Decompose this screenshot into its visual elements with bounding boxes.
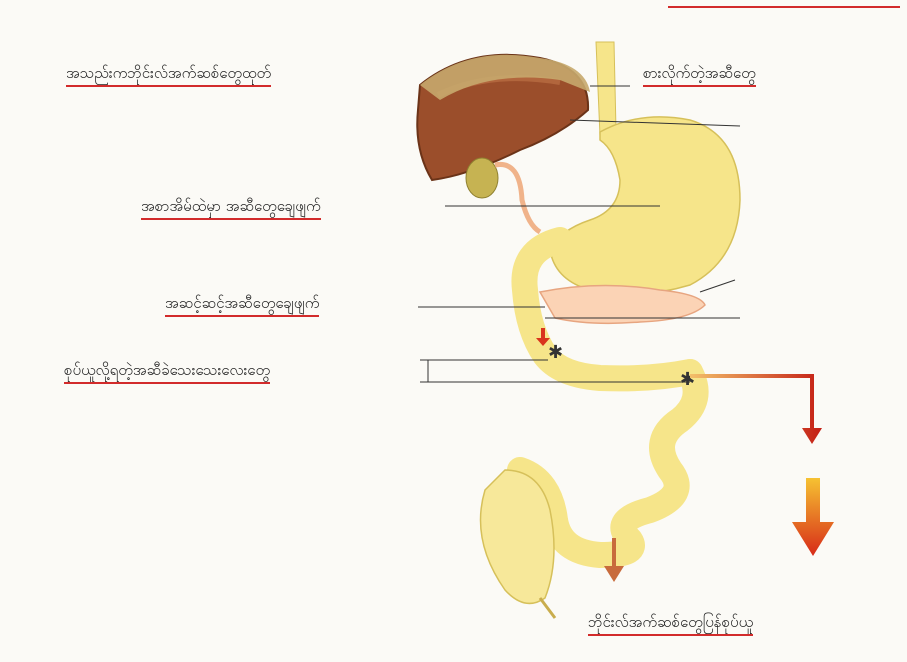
label-liver-bile: အသည်းကဘိုင်းလ်အက်ဆစ်တွေထုတ် [66,63,271,87]
red-arrow-upper [690,374,822,444]
label-pancreas-fat: အဆင့်ဆင့်အဆီတွေချေဖျက် [165,293,319,317]
label-eaten-food: စားလိုက်တဲ့အဆီတွေ [643,63,756,87]
absorption-star-1: ✱ [548,342,563,363]
label-bile-reabsorb: ဘိုင်းလ်အက်ဆစ်တွေပြန်စုပ်ယူ [588,612,753,636]
appendix [540,598,555,618]
red-arrow-lower [792,478,834,556]
bile-duct [495,164,540,232]
label-absorb-small: စုပ်ယူလို့ရတဲ့အဆီခဲသေးသေးလေးတွေ [64,360,270,384]
gallbladder [466,158,498,198]
absorption-star-2: ✱ [680,369,695,390]
stomach [550,117,740,294]
label-stomach-fat: အစာအိမ်ထဲမှာ အဆီတွေချေဖျက် [141,196,321,220]
